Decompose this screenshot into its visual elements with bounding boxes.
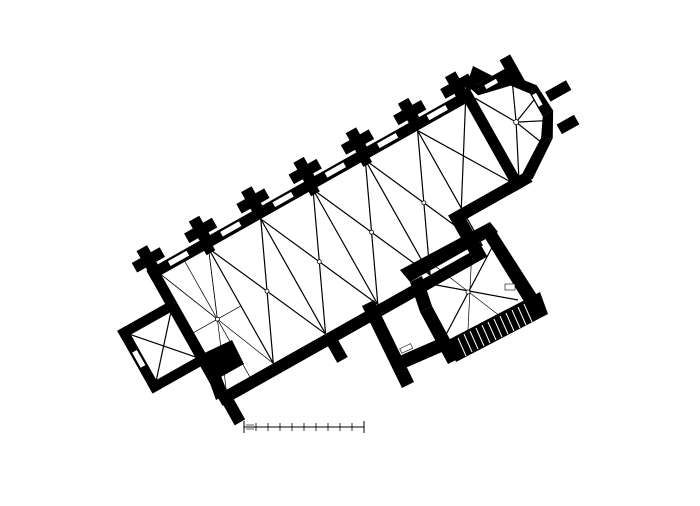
scale-bar (243, 421, 365, 433)
stair-treads (457, 303, 533, 357)
nave-and-choir (117, 54, 580, 426)
stair-steps (209, 347, 230, 373)
south-east-stair (448, 292, 548, 362)
south-annex (362, 300, 442, 388)
south-west-stair (198, 340, 244, 400)
nave-south-wall (216, 252, 476, 406)
apse (448, 54, 580, 264)
vault-bosses (214, 200, 427, 322)
west-porch (117, 301, 205, 394)
sacristy (400, 222, 540, 364)
south-buttresses (220, 336, 348, 426)
north-windows (167, 104, 449, 267)
north-buttresses (131, 71, 474, 278)
